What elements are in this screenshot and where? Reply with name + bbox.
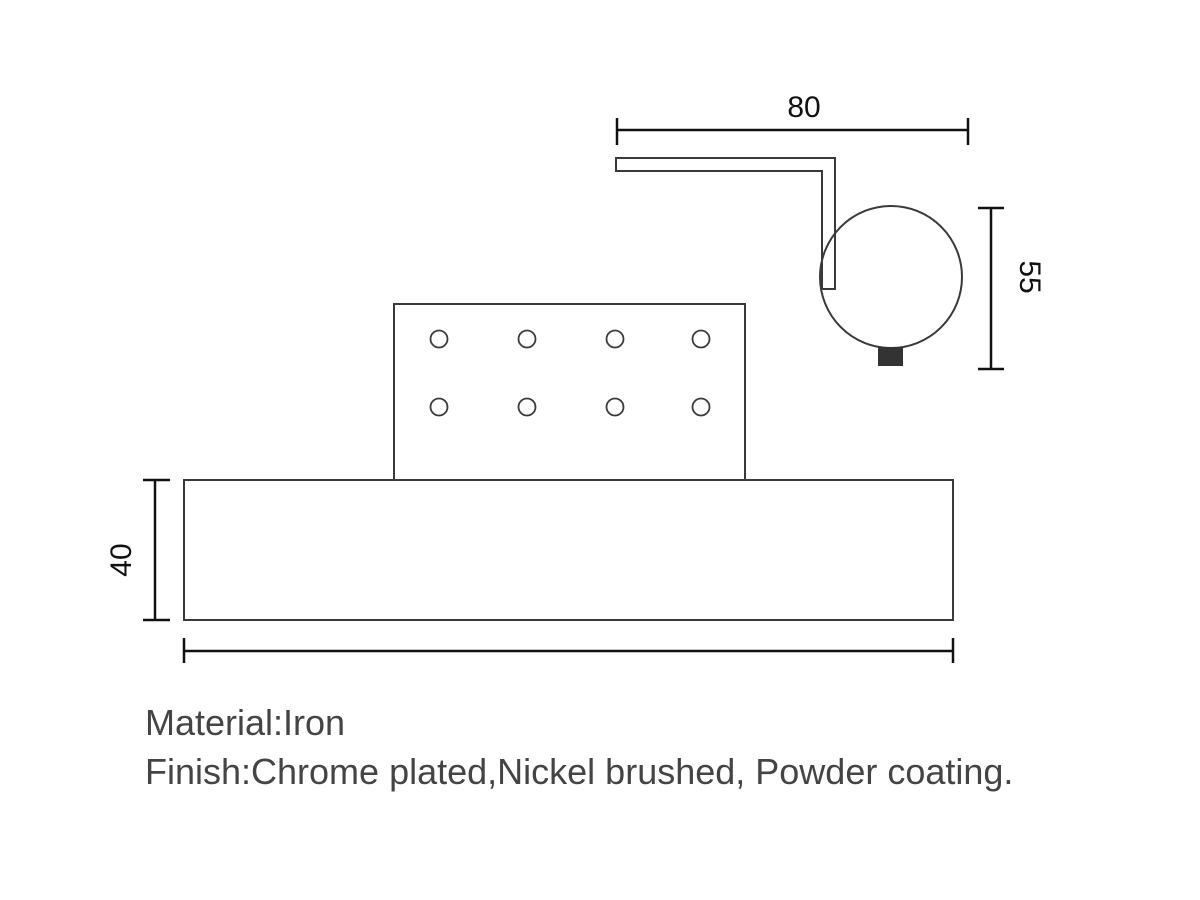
mounting-hole (691, 329, 711, 349)
mounting-hole (429, 397, 449, 417)
head-height-dimension: 55 (978, 206, 1046, 371)
mounting-hole (691, 397, 711, 417)
base-width-dimension (182, 638, 955, 663)
lamp-head (819, 205, 963, 349)
mounting-plate (393, 303, 746, 481)
material-spec: Material:Iron (145, 702, 346, 743)
mounting-holes (429, 329, 711, 417)
finish-spec: Finish:Chrome plated,Nickel brushed, Pow… (145, 751, 1014, 792)
head-height-label: 55 (1013, 260, 1046, 293)
base-height-label: 40 (105, 543, 138, 576)
arm-width-dimension: 80 (615, 91, 970, 145)
lamp-head-connector (878, 347, 903, 366)
mounting-hole (517, 397, 537, 417)
base-height-dimension: 40 (105, 478, 170, 622)
mounting-hole (517, 329, 537, 349)
mounting-hole (605, 397, 625, 417)
base-body (183, 479, 954, 621)
lamp-arm (615, 157, 836, 290)
mounting-hole (605, 329, 625, 349)
arm-width-label: 80 (787, 91, 820, 124)
mounting-hole (429, 329, 449, 349)
